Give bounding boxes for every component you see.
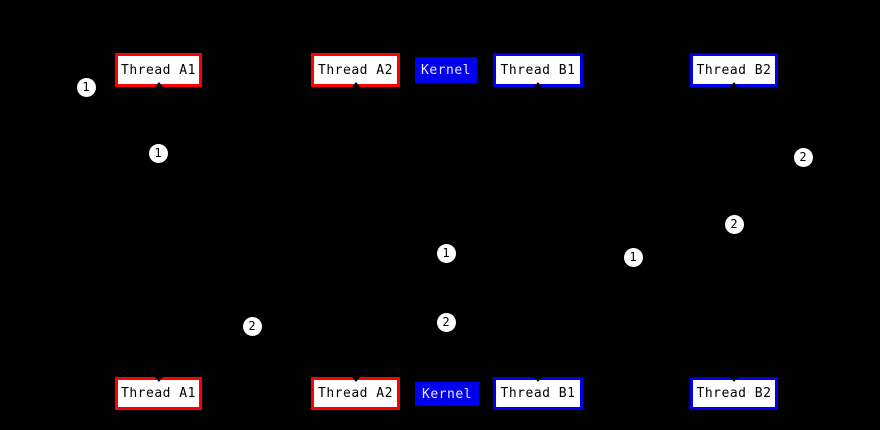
edge-notch-thread-a2-top <box>351 82 360 87</box>
node-kernel-bottom: Kernel <box>415 382 479 406</box>
edge-notch-thread-b1-top <box>534 82 542 87</box>
edge-notch-thread-a1-bottom <box>154 377 163 382</box>
node-thread-a2-bottom: Thread A2 <box>311 377 400 410</box>
edge-notch-thread-b2-bottom <box>730 377 738 382</box>
step-marker-2: 2 <box>793 147 813 167</box>
step-marker-2: 2 <box>436 312 456 332</box>
step-marker-1: 1 <box>76 77 96 97</box>
node-thread-b1-top: Thread B1 <box>493 53 583 87</box>
edge-notch-thread-b1-bottom <box>534 377 542 382</box>
edge-notch-thread-a1-top <box>154 82 163 87</box>
edge-notch-thread-a2-bottom <box>351 377 360 382</box>
step-marker-1: 1 <box>436 243 456 263</box>
edge-notch-thread-b2-top <box>730 82 738 87</box>
node-kernel-top: Kernel <box>415 57 477 83</box>
step-marker-1: 1 <box>623 247 643 267</box>
node-thread-a1-top: Thread A1 <box>115 53 202 87</box>
step-marker-2: 2 <box>724 214 744 234</box>
step-marker-1: 1 <box>148 143 168 163</box>
step-marker-2: 2 <box>242 316 262 336</box>
